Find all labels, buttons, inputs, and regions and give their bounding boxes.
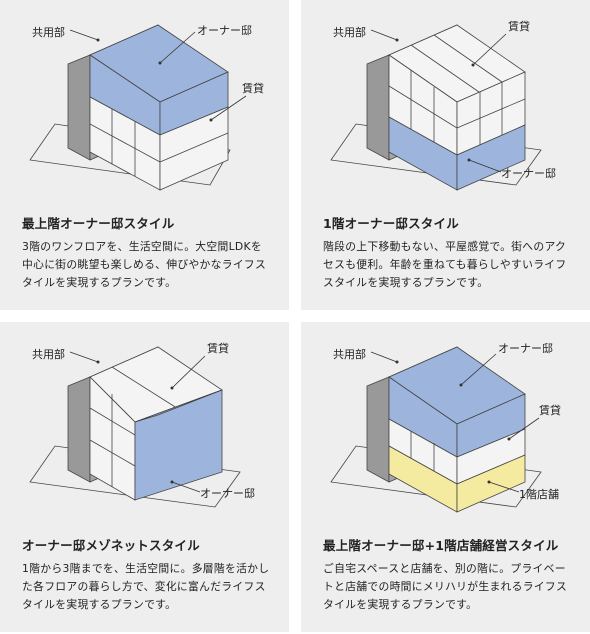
owner-residence-side (456, 124, 526, 191)
plan-title: オーナー邸メゾネットスタイル (22, 538, 200, 553)
label-owner: オーナー邸 (498, 342, 553, 355)
label-common: 共用部 (333, 347, 366, 361)
plan-panel-top-floor-owner: 共用部 オーナー邸 賃貸 最上階オーナー邸スタイル 3階のワンフロアを、生活空間… (0, 0, 289, 310)
building-diagram-ground-floor-owner: 共用部 賃貸 オーナー邸 (330, 19, 556, 191)
label-rental: 賃貸 (207, 341, 229, 355)
common-area-block (67, 54, 91, 161)
label-shop: 1階店舗 (519, 487, 559, 501)
shop-side (456, 454, 526, 513)
label-owner: オーナー邸 (501, 167, 556, 180)
plan-panel-maisonette-owner: 共用部 賃貸 オーナー邸 オーナー邸メゾネットスタイル 1階から3階までを、生活… (0, 322, 289, 632)
label-rental: 賃貸 (242, 81, 264, 95)
label-owner: オーナー邸 (200, 487, 255, 500)
label-common: 共用部 (333, 25, 366, 39)
label-common: 共用部 (32, 25, 65, 39)
building-diagram-owner-and-shop: 共用部 オーナー邸 賃貸 1階店舗 (330, 342, 561, 513)
plan-panel-ground-floor-owner: 共用部 賃貸 オーナー邸 1階オーナー邸スタイル 階段の上下移動もない、平屋感覚… (301, 0, 590, 310)
plan-title: 最上階オーナー邸+1階店舗経営スタイル (323, 538, 559, 553)
plan-title: 1階オーナー邸スタイル (323, 216, 459, 231)
label-common: 共用部 (32, 347, 65, 361)
plan-description: ご自宅スペースと店舗を、別の階に。プライベートと店舗での時間にメリハリが生まれる… (323, 562, 568, 611)
common-area-block (366, 376, 390, 483)
plan-title: 最上階オーナー邸スタイル (22, 216, 175, 231)
label-rental: 賃貸 (539, 403, 561, 417)
common-area-block (366, 54, 390, 161)
plan-panel-owner-and-shop: 共用部 オーナー邸 賃貸 1階店舗 最上階オーナー邸+1階店舗経営スタイル ご自… (301, 322, 590, 632)
building-diagram-maisonette-owner: 共用部 賃貸 オーナー邸 (29, 341, 255, 508)
label-owner: オーナー邸 (197, 24, 252, 37)
label-rental: 賃貸 (508, 19, 530, 33)
common-area-block (67, 376, 91, 483)
plan-description: 3階のワンフロアを、生活空間に。大空間LDKを中心に街の眺望も楽しめる、伸びやか… (22, 240, 267, 289)
plan-description: 1階から3階までを、生活空間に。多層階を活かした各フロアの暮らし方で、変化に富ん… (22, 562, 270, 611)
rental-units-side (159, 106, 229, 191)
plan-description: 階段の上下移動もない、平屋感覚で。街へのアクセスも便利。年齢を重ねても暮らしやす… (323, 240, 567, 289)
building-diagram-top-floor-owner: 共用部 オーナー邸 賃貸 (29, 24, 264, 191)
